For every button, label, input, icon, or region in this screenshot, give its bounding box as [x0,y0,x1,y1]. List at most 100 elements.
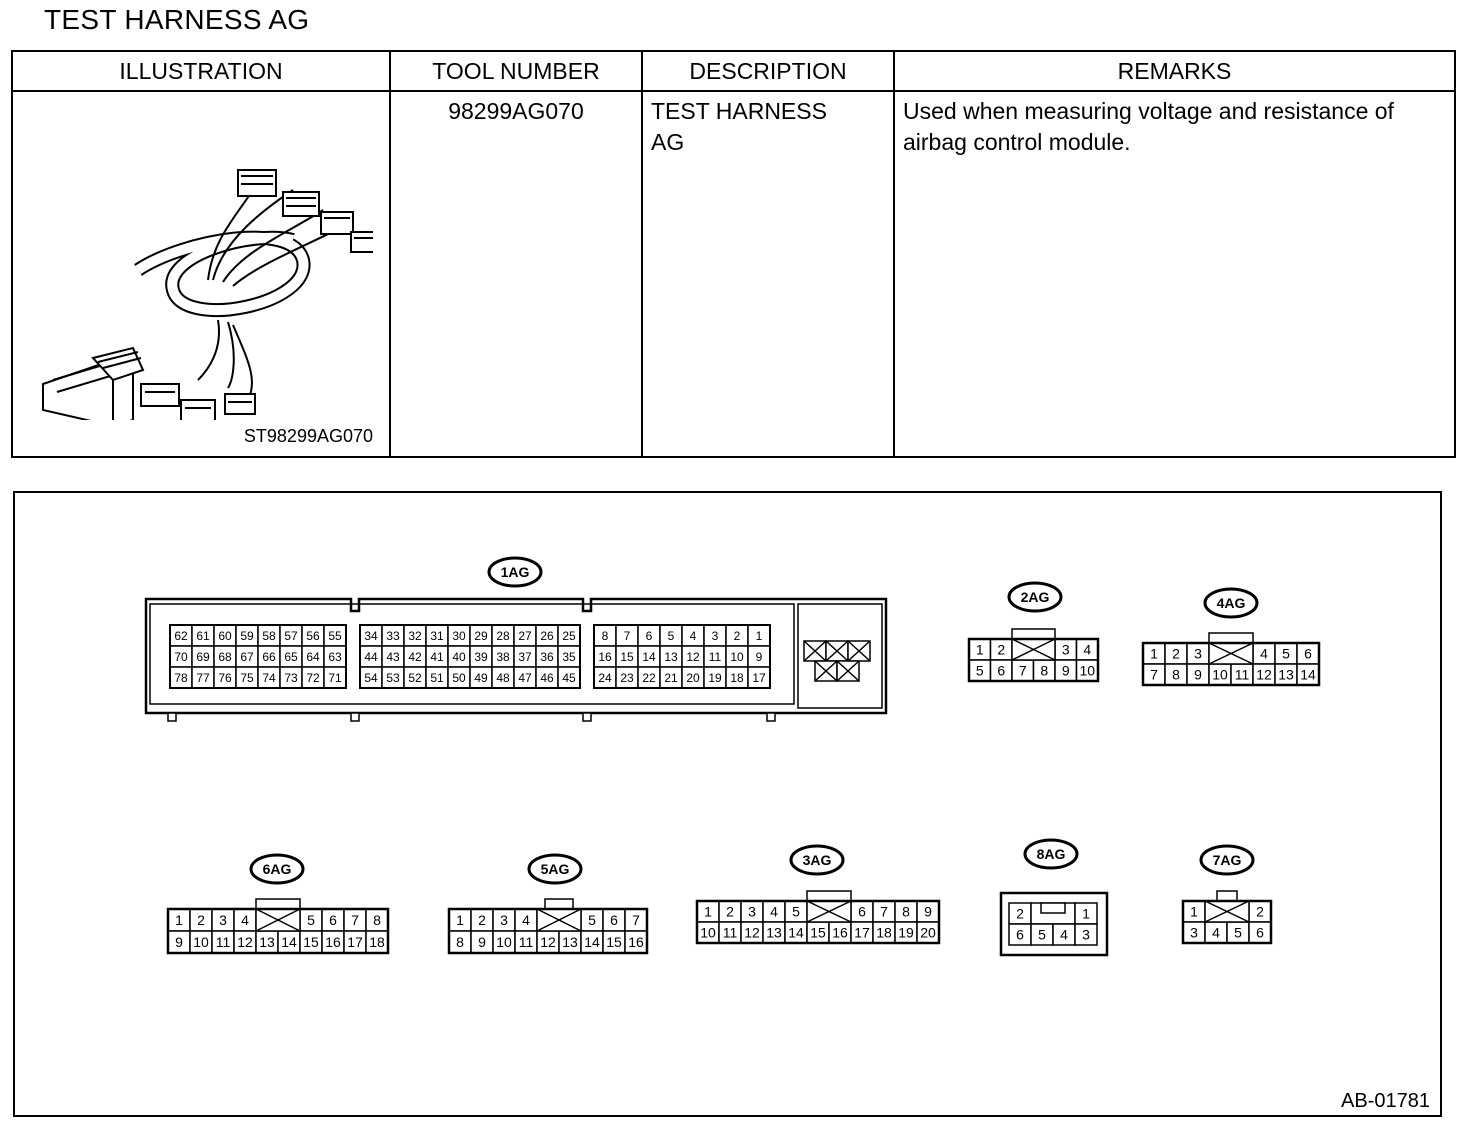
pin-label: 6 [858,904,866,920]
pin-label: 54 [364,671,378,685]
pin-label: 8 [1172,667,1180,683]
pin-label: 12 [744,925,760,941]
illustration-cell: ST98299AG070 [11,90,391,458]
connector-outline [967,637,1100,683]
pin-label: 67 [240,650,254,664]
blank-pin-cross [847,640,871,662]
connector-id-label: 5AG [541,861,570,877]
page-title: TEST HARNESS AG [44,4,310,35]
pin-label: 8 [1040,663,1048,679]
pin-label: 25 [562,629,576,643]
connector-id-label: 1AG [501,564,530,580]
pin-label: 66 [262,650,276,664]
connector-id-label: 3AG [803,852,832,868]
pin-label: 5 [792,904,800,920]
pin-label: 3 [748,904,756,920]
connector-lock-tab [1216,890,1238,902]
pin-label: 12 [686,650,700,664]
pin-label: 1 [1082,906,1090,922]
pin-label: 11 [723,925,738,941]
blank-pin-cross [1011,638,1056,661]
pin-label: 15 [606,934,622,950]
pin-label: 3 [500,912,508,928]
pin-label: 14 [584,934,600,950]
pin-label: 5 [1282,646,1290,662]
pin-label: 7 [1019,663,1027,679]
tool-number: 98299AG070 [448,98,584,124]
remarks-cell: Used when measuring voltage and resistan… [893,90,1456,458]
blank-pin-cross [836,660,860,682]
pin-label: 4 [690,629,697,643]
pin-label: 65 [284,650,298,664]
pin-label: 31 [430,629,444,643]
pin-label: 5 [1038,927,1046,943]
pin-label: 15 [303,934,319,950]
connector-1ag-pin-block [593,624,771,689]
connector-id-badge [487,556,543,588]
pin-label: 9 [1062,663,1070,679]
diagram-reference: AB-01781 [1341,1090,1430,1112]
pin-label: 46 [540,671,554,685]
pin-label: 11 [519,934,534,950]
pin-label: 16 [628,934,644,950]
pin-label: 10 [1212,667,1228,683]
pin-label: 36 [540,650,554,664]
pin-label: 60 [218,629,232,643]
connector-outline [447,907,649,955]
pin-label: 7 [880,904,888,920]
connector-lock-tab [1011,628,1056,640]
pin-label: 44 [364,650,378,664]
pin-label: 1 [756,629,763,643]
remarks-line: airbag control module. [903,129,1131,155]
pin-label: 2 [734,629,741,643]
pin-label: 4 [1060,927,1068,943]
pin-label: 2 [1256,904,1264,920]
connector-1ag-foot [167,712,177,722]
pin-label: 8 [902,904,910,920]
pin-label: 22 [642,671,656,685]
pin-label: 26 [540,629,554,643]
pin-label: 74 [262,671,276,685]
pin-label: 72 [306,671,320,685]
blank-pin-cross [803,640,827,662]
column-header-remarks: REMARKS [893,50,1456,92]
pin-label: 9 [756,650,763,664]
illustration-code: ST98299AG070 [243,426,373,446]
pin-label: 5 [668,629,675,643]
pin-label: 8 [602,629,609,643]
pin-label: 1 [704,904,712,920]
pin-label: 13 [1278,667,1294,683]
pin-label: 13 [259,934,275,950]
pin-label: 63 [328,650,342,664]
connector-id-badge [789,844,845,876]
pin-label: 7 [351,912,359,928]
connector-lock-tab [544,898,574,910]
pin-label: 3 [1062,642,1070,658]
pin-label: 10 [193,934,209,950]
blank-pin-cross [806,900,852,923]
connector-id-label: 4AG [1217,595,1246,611]
pin-label: 35 [562,650,576,664]
connector-outline [1141,641,1321,687]
blank-pin-cross [825,640,849,662]
connector-id-badge [1199,844,1255,876]
pin-label: 7 [624,629,631,643]
blank-pin-cross [536,908,582,932]
pin-label: 10 [496,934,512,950]
pin-label: 32 [408,629,422,643]
connector-1ag-pin-block [169,624,347,689]
pin-label: 2 [997,642,1005,658]
pin-label: 3 [1190,925,1198,941]
pin-label: 11 [216,934,231,950]
pin-label: 17 [347,934,363,950]
test-harness-illustration [42,169,373,420]
connector-1ag-inner [149,603,795,705]
pin-label: 29 [474,629,488,643]
pin-label: 1 [1190,904,1198,920]
pin-label: 1 [1150,646,1158,662]
pin-label: 53 [386,671,400,685]
connector-id-label: 2AG [1021,589,1050,605]
pin-label: 3 [219,912,227,928]
pin-label: 6 [329,912,337,928]
